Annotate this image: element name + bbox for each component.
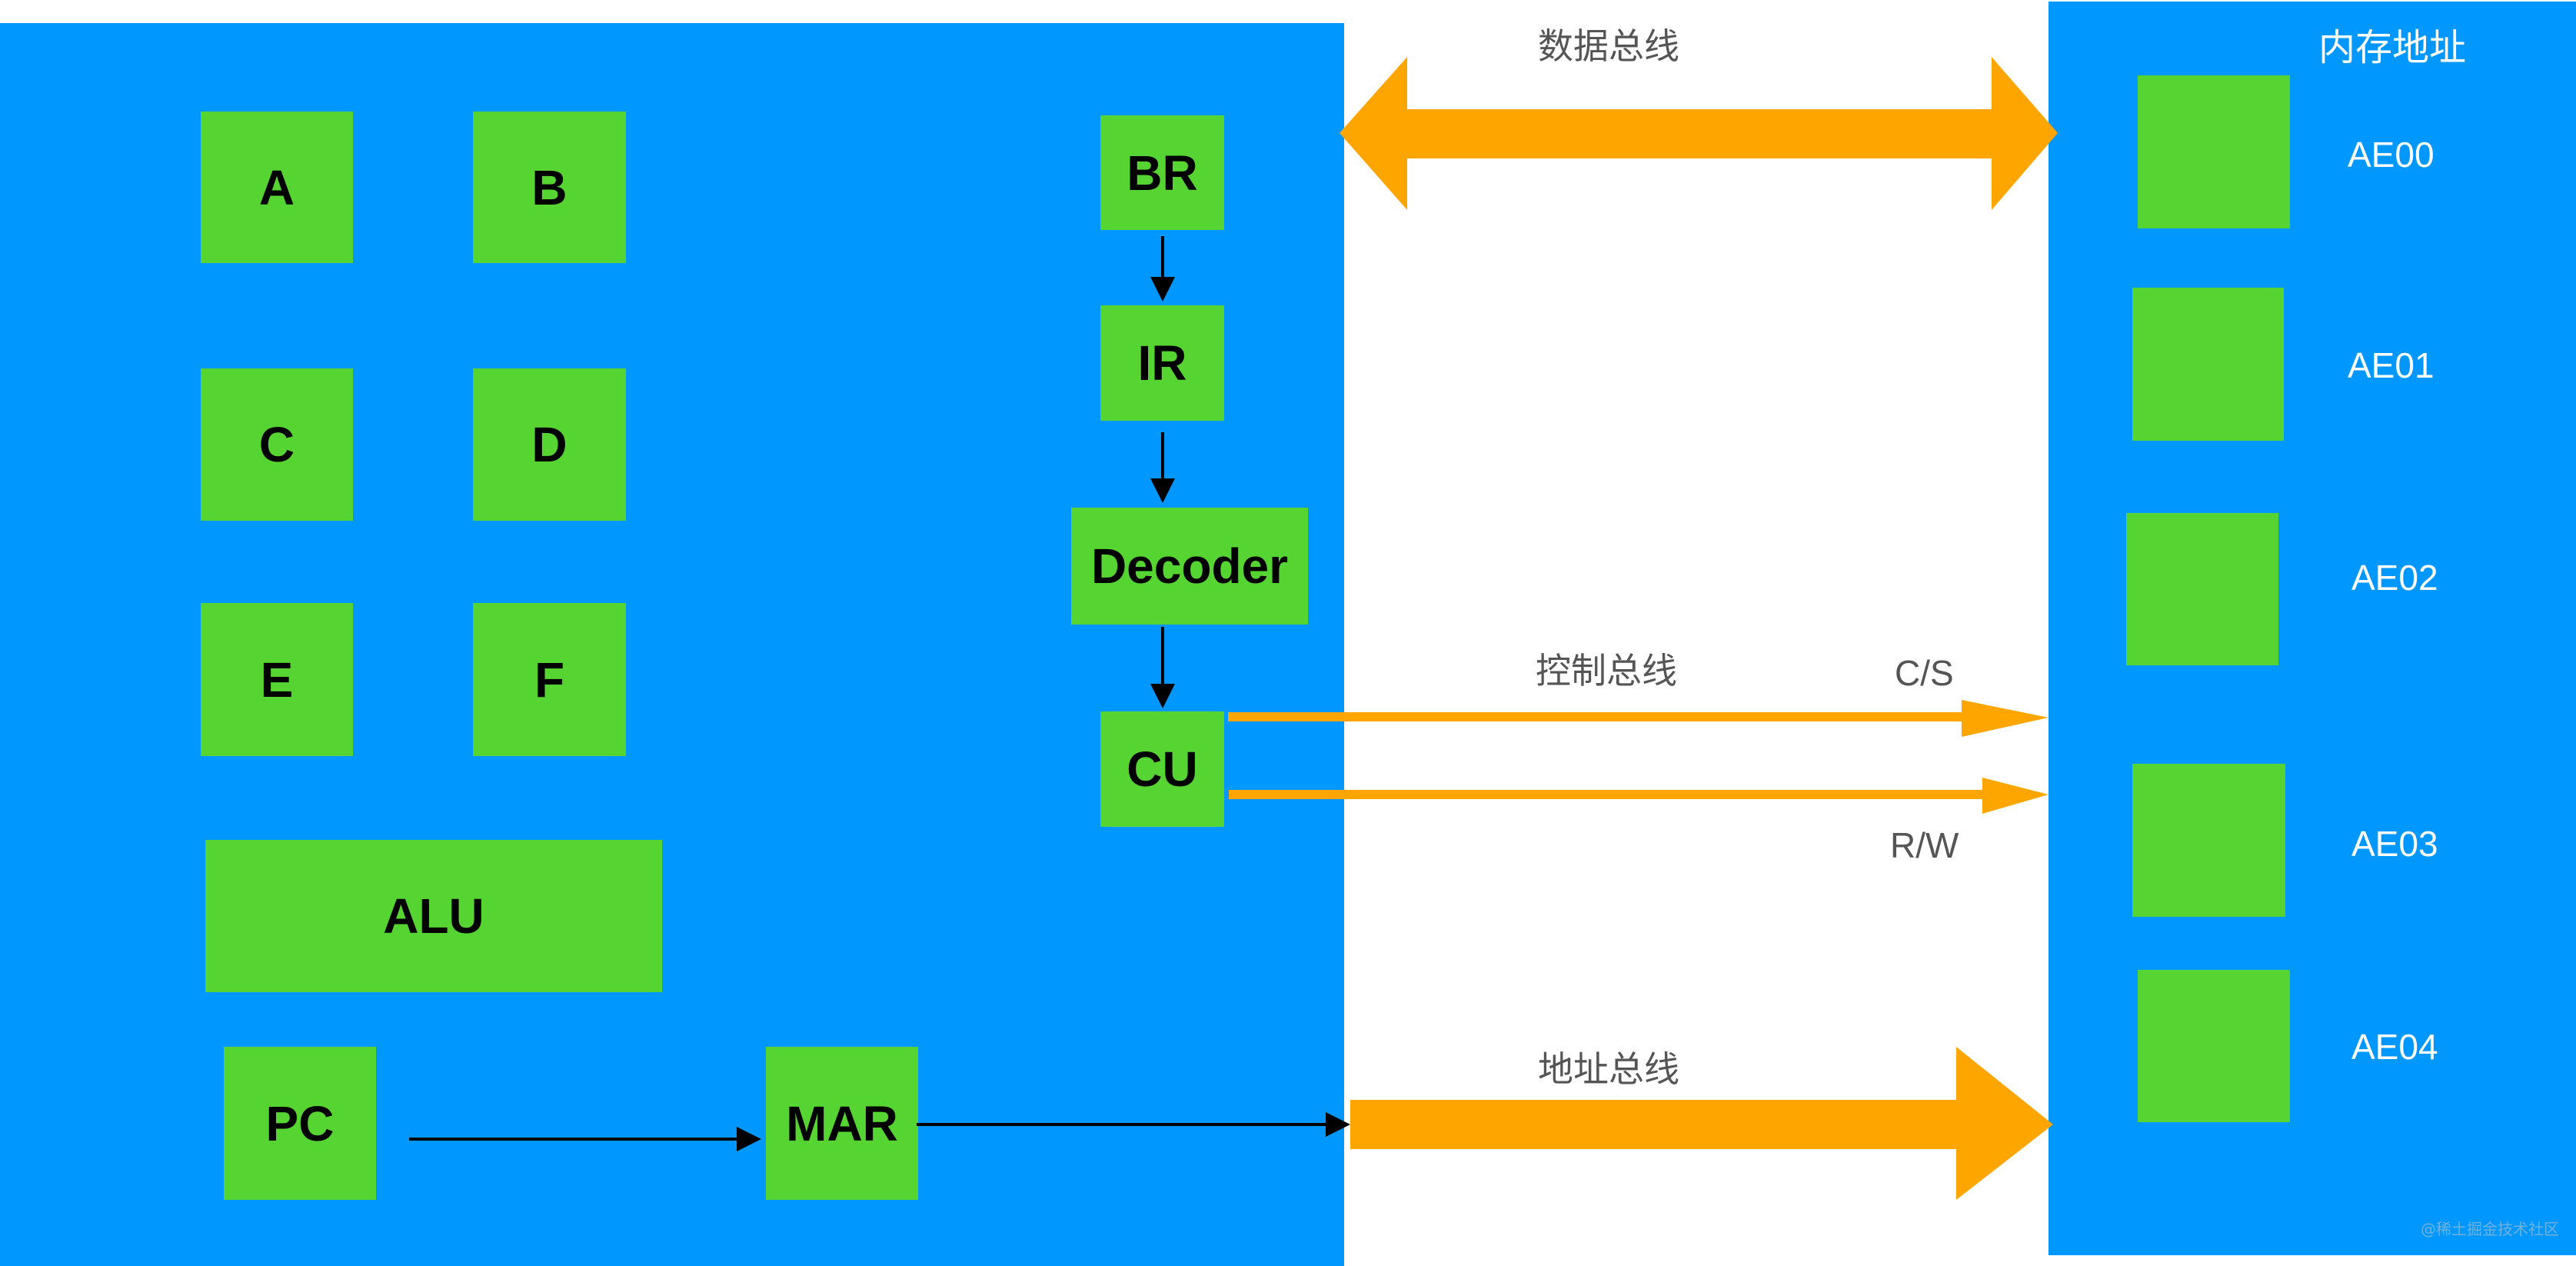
mar-label: MAR — [786, 1095, 898, 1151]
data-bus-label: 数据总线 — [1538, 25, 1679, 67]
control-signal-cs: C/S — [1895, 653, 1954, 693]
control-signal-rw: R/W — [1890, 825, 1959, 865]
alu-label: ALU — [383, 888, 484, 944]
cu-label: CU — [1127, 741, 1198, 797]
pc-label: PC — [265, 1095, 334, 1151]
memory-address-ae01: AE01 — [2348, 345, 2435, 385]
watermark: @稀土掘金技术社区 — [2421, 1220, 2559, 1238]
instruction-register: IR — [1100, 305, 1224, 421]
memory-cell-ae00 — [2138, 75, 2290, 228]
memory-cell-ae01 — [2132, 288, 2284, 441]
memory-title: 内存地址 — [2318, 26, 2467, 69]
register-c-label: C — [258, 417, 295, 472]
ir-label: IR — [1137, 335, 1187, 391]
memory-address-ae03: AE03 — [2351, 824, 2438, 864]
memory-address-ae04: AE04 — [2351, 1027, 2438, 1067]
register-d-label: D — [531, 417, 567, 472]
register-c: C — [201, 368, 353, 521]
memory-cell-ae04 — [2138, 970, 2290, 1122]
buffer-register: BR — [1100, 115, 1224, 230]
register-a-label: A — [258, 159, 295, 215]
alu: ALU — [205, 840, 662, 992]
register-b-label: B — [531, 159, 567, 215]
br-label: BR — [1127, 145, 1198, 201]
register-d: D — [473, 368, 626, 521]
register-f: F — [473, 603, 626, 756]
memory-address-ae00: AE00 — [2348, 135, 2435, 175]
register-e-label: E — [260, 651, 294, 708]
register-f-label: F — [534, 651, 565, 708]
register-a: A — [201, 112, 353, 263]
control-bus-rw-arrow — [1229, 778, 2048, 814]
memory-cell-ae02 — [2126, 513, 2278, 665]
data-bus-arrow — [1340, 57, 2058, 210]
register-e: E — [201, 603, 353, 756]
register-b: B — [473, 112, 626, 263]
control-unit: CU — [1100, 711, 1224, 827]
program-counter: PC — [224, 1047, 376, 1200]
memory-address-register: MAR — [766, 1047, 918, 1200]
memory-address-ae02: AE02 — [2351, 558, 2438, 598]
address-bus-arrow — [1350, 1047, 2053, 1200]
control-bus-label: 控制总线 — [1536, 650, 1677, 691]
address-bus-label: 地址总线 — [1538, 1048, 1679, 1090]
memory-cell-ae03 — [2132, 764, 2285, 917]
control-bus-cs-arrow — [1228, 700, 2048, 737]
decoder-label: Decoder — [1090, 538, 1289, 594]
decoder: Decoder — [1071, 508, 1308, 625]
